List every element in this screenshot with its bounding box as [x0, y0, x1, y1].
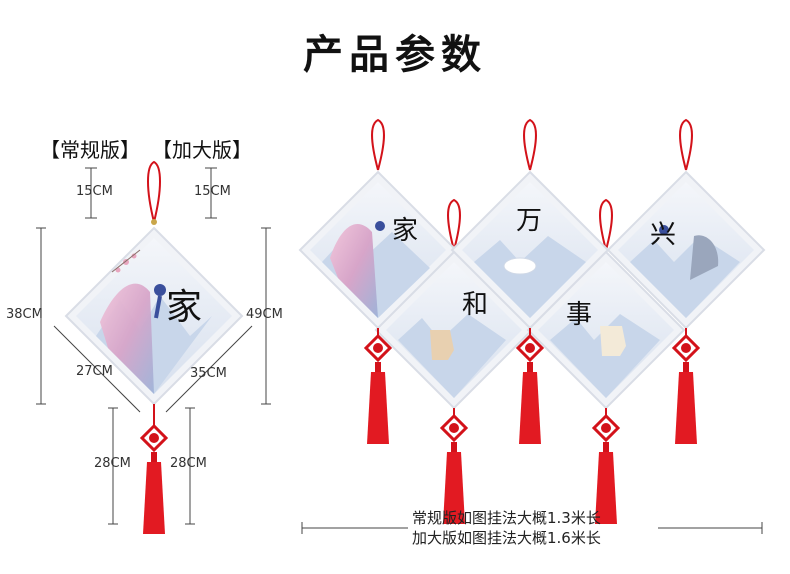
single-panel-character: 家	[166, 287, 203, 328]
panel-set-group	[298, 118, 766, 534]
large-side-dimension: 35CM	[190, 366, 227, 381]
large-version-label: 【加大版】	[152, 138, 252, 162]
standard-top-dimension: 15CM	[76, 184, 113, 199]
large-height-dimension: 49CM	[246, 307, 283, 322]
panel-2-character: 和	[462, 290, 489, 320]
panel-3-character: 万	[516, 206, 543, 236]
panel-1	[298, 170, 458, 330]
standard-tassel-dimension: 28CM	[94, 456, 131, 471]
caption-line-1: 常规版如图挂法大概1.3米长	[412, 509, 601, 527]
standard-side-dimension: 27CM	[76, 364, 113, 379]
panel-4-character: 事	[566, 300, 593, 330]
panel-5-character: 兴	[650, 220, 677, 250]
page-title: 产品参数	[303, 32, 487, 78]
large-tassel-dimension: 28CM	[170, 456, 207, 471]
standard-height-dimension: 38CM	[6, 307, 43, 322]
large-top-dimension: 15CM	[194, 184, 231, 199]
panel-1-character: 家	[392, 216, 419, 246]
panel-5	[606, 170, 766, 330]
caption-line-2: 加大版如图挂法大概1.6米长	[412, 529, 601, 547]
standard-version-label: 【常规版】	[40, 138, 140, 162]
panel-2	[374, 250, 534, 410]
single-panel-group	[36, 160, 271, 536]
